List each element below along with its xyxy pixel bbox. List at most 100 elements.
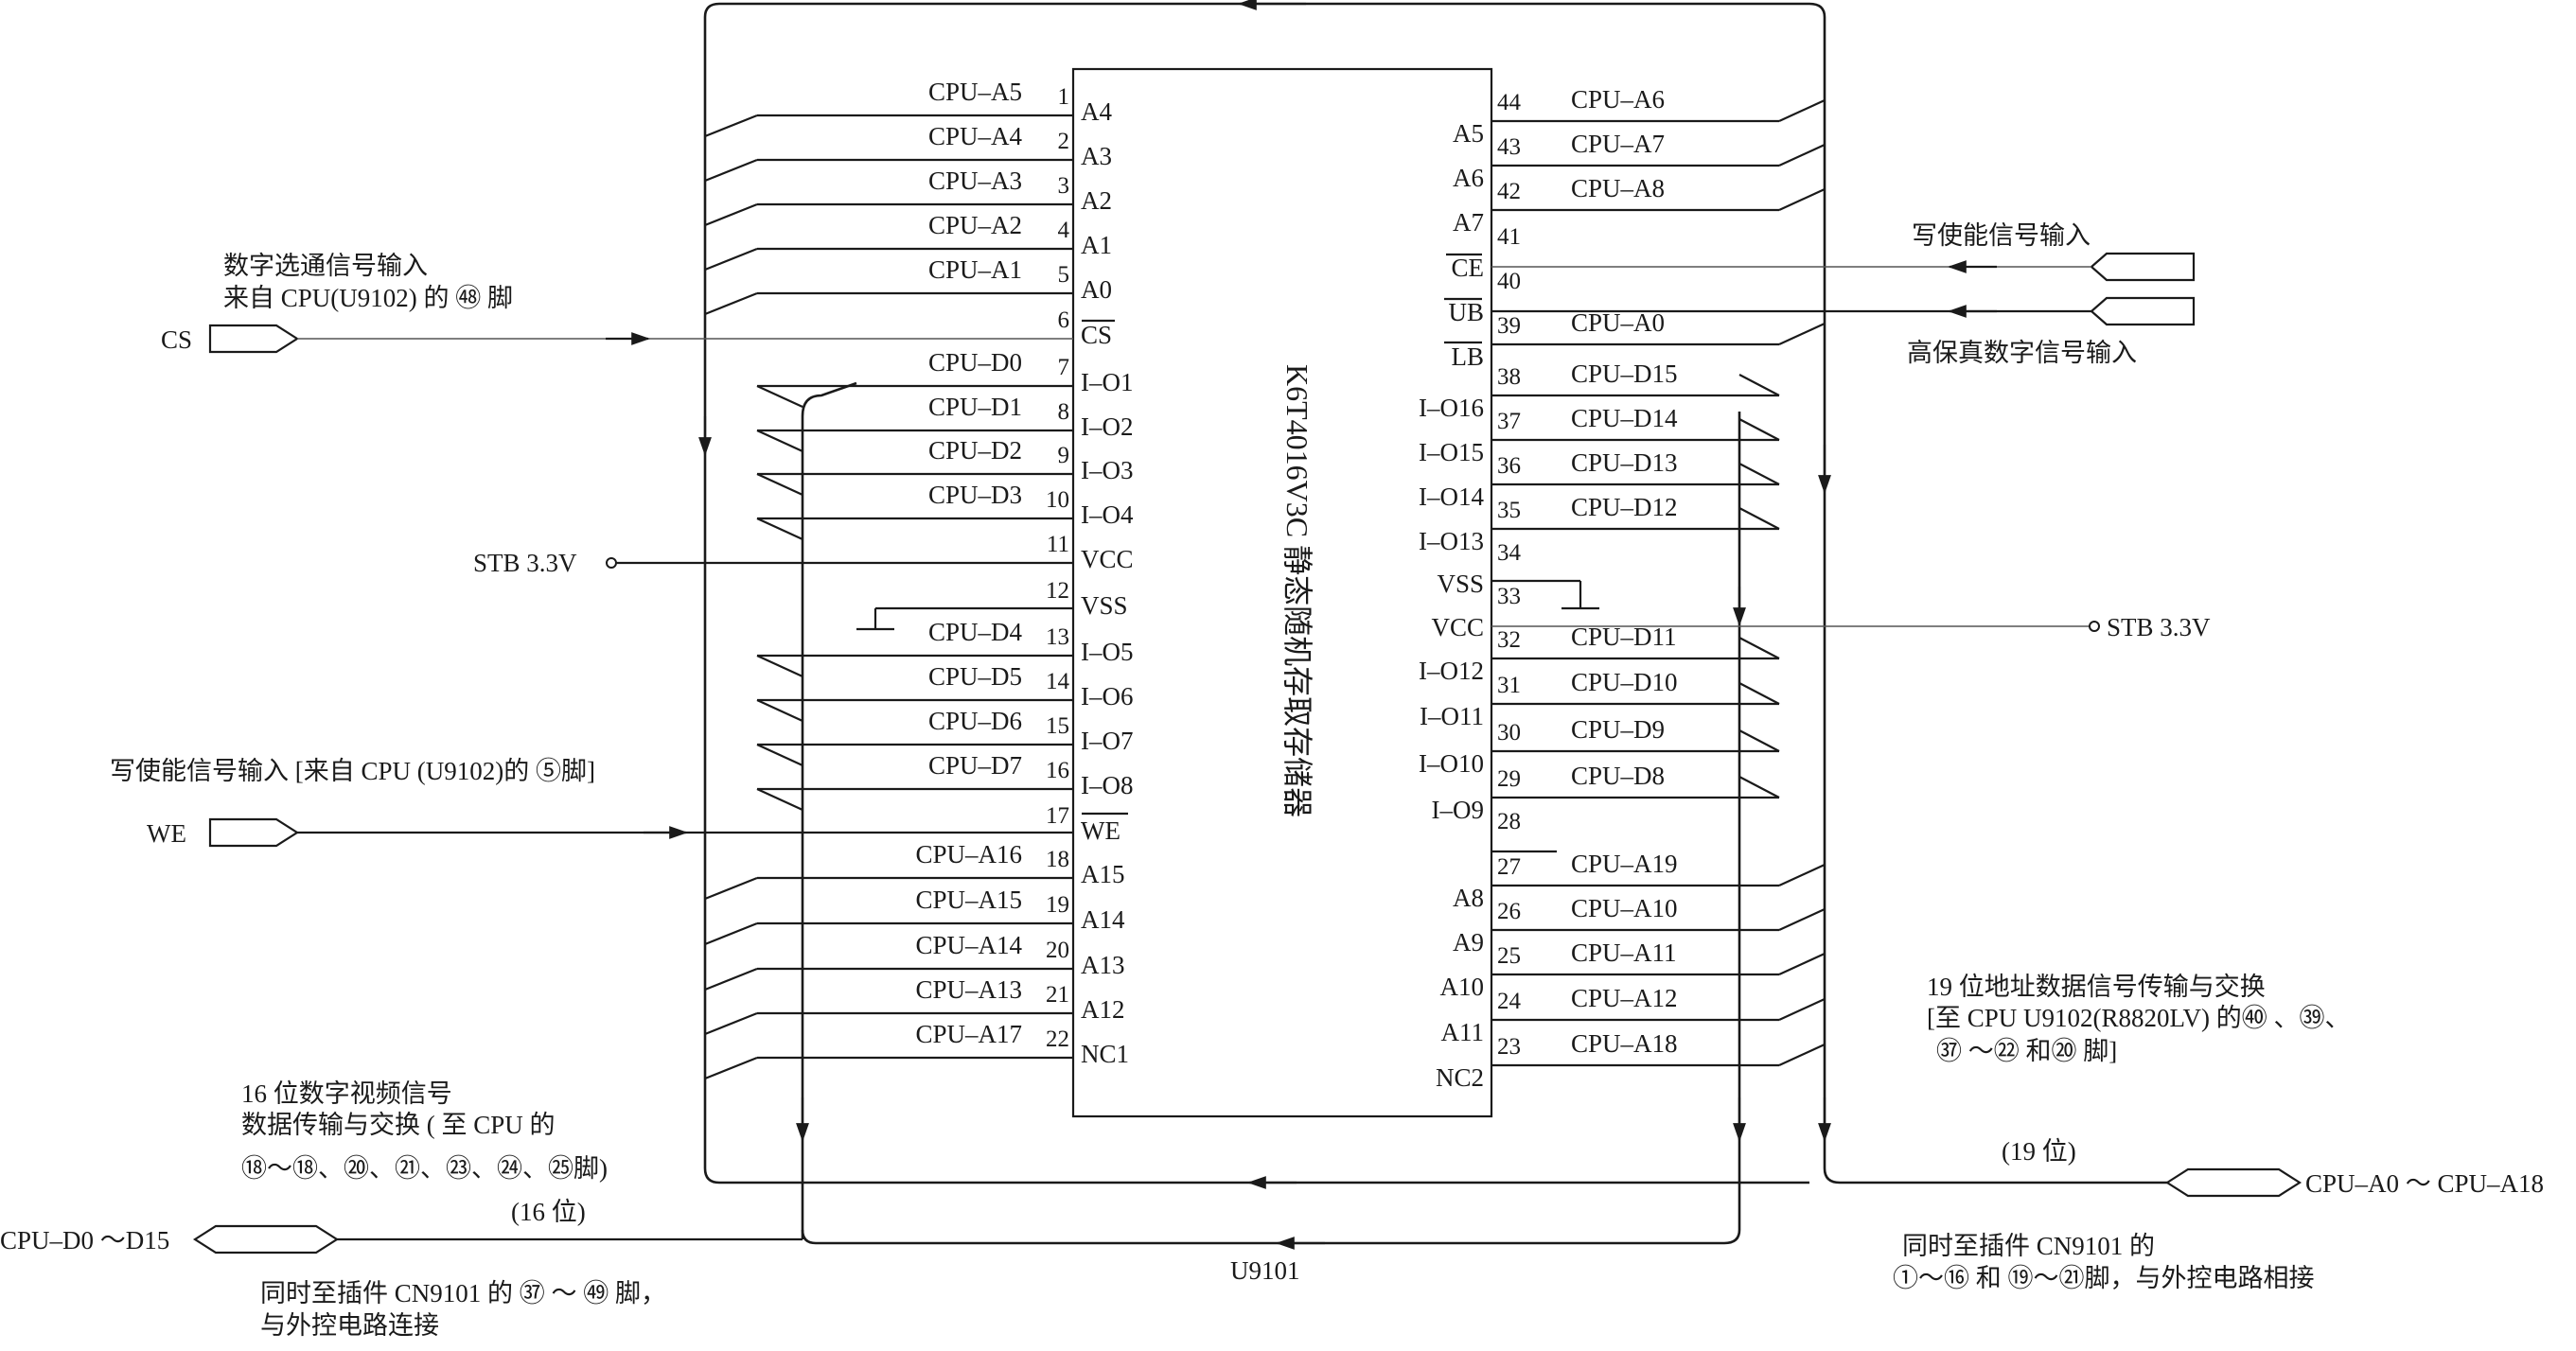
pin-number: 43 <box>1497 134 1521 160</box>
ub-note: 高保真数字信号输入 <box>1907 339 2137 367</box>
pin-bus-tap <box>704 1011 758 1036</box>
pin-label: I–O14 <box>1419 482 1484 511</box>
pin-number: 28 <box>1497 809 1521 834</box>
pin-number: 20 <box>1046 938 1069 963</box>
cs-note-1: 数字选通信号输入 <box>223 252 428 280</box>
pin-label: A11 <box>1441 1018 1485 1046</box>
pin-number: 27 <box>1497 854 1521 880</box>
pin-signal: CPU–D7 <box>928 751 1022 780</box>
pin-signal: CPU–D3 <box>928 481 1022 509</box>
stb-right-terminal <box>2089 621 2100 632</box>
pin-number: 9 <box>1058 443 1070 468</box>
pin-label: A8 <box>1453 884 1484 912</box>
pin-bus-tap <box>756 788 803 811</box>
pin-label: I–O15 <box>1419 438 1484 466</box>
pin-label: A6 <box>1453 164 1484 192</box>
data-conn-1: 同时至插件 CN9101 的 ㊲ ～ ㊾ 脚， <box>260 1279 666 1307</box>
address-note-3: ㊲ ～㉒ 和⑳ 脚] <box>1936 1037 2117 1065</box>
chip-title: K6T4016V3C 静态随机存取存储器 <box>1280 364 1314 817</box>
pin-label: A1 <box>1081 231 1112 259</box>
pin-label: I–O11 <box>1420 702 1484 730</box>
pin-bus-tap <box>1738 507 1780 530</box>
pin-label: A15 <box>1081 860 1125 888</box>
pin-signal: CPU–A2 <box>928 211 1022 239</box>
pin-signal: CPU–A14 <box>915 931 1022 959</box>
address-bus-right <box>1823 199 2167 1184</box>
pin-signal: CPU–D1 <box>928 393 1022 421</box>
pin-label: A2 <box>1081 186 1112 215</box>
pin-bus-tap <box>756 518 803 540</box>
pin-bus-tap <box>756 385 803 408</box>
address-bits: (19 位) <box>2002 1137 2076 1166</box>
pin-number: 26 <box>1497 899 1521 924</box>
left-pin-18: A15 18 CPU–A16 <box>704 840 1125 901</box>
stb-left-terminal <box>606 557 617 569</box>
pin-number: 18 <box>1046 847 1069 872</box>
pin-number: 12 <box>1046 578 1069 604</box>
pin-number: 42 <box>1497 179 1521 204</box>
pin-number: 22 <box>1046 1026 1069 1052</box>
pin-label: A14 <box>1081 905 1125 934</box>
pin-bus-tap <box>756 699 803 722</box>
pin-label: I–O9 <box>1432 796 1485 824</box>
pin-label: A7 <box>1453 208 1484 237</box>
pin-number: 31 <box>1497 673 1521 698</box>
cs-connector <box>208 324 300 354</box>
pin-number: 21 <box>1046 982 1069 1008</box>
pin-label: A9 <box>1453 928 1484 956</box>
pin-label: VCC <box>1431 613 1484 641</box>
right-pin-28: 28 <box>1497 809 1521 834</box>
pin-label: I–O1 <box>1081 368 1134 396</box>
pin-bus-tap <box>704 247 758 272</box>
data-bus-left <box>801 381 857 1239</box>
pin-label: I–O5 <box>1081 638 1134 666</box>
pin-signal: CPU–A18 <box>1571 1029 1678 1058</box>
pin-label: A3 <box>1081 142 1112 170</box>
we-connector <box>208 817 300 848</box>
pin-signal: CPU–D14 <box>1571 404 1678 432</box>
pin-signal: CPU–A17 <box>915 1020 1022 1048</box>
pin-signal: CPU–D4 <box>928 618 1023 646</box>
pin-label: I–O16 <box>1419 394 1484 422</box>
data-bus-label: CPU–D0 ～D15 <box>0 1226 169 1254</box>
pin-signal: CPU–A13 <box>915 975 1022 1004</box>
pin-number: 14 <box>1046 669 1070 694</box>
pin-number: 35 <box>1497 498 1521 523</box>
pin-number: 23 <box>1497 1034 1521 1060</box>
pin-signal: CPU–A4 <box>928 122 1023 150</box>
ce-note: 写使能信号输入 <box>1912 221 2091 250</box>
pin-signal: CPU–A16 <box>915 840 1022 868</box>
pin-number: 3 <box>1058 173 1070 199</box>
pin-number: 41 <box>1497 224 1521 250</box>
pin-label: VCC <box>1081 545 1134 573</box>
stb-left-label: STB 3.3V <box>473 549 577 577</box>
pin-bus-tap <box>1738 418 1780 441</box>
pin-label: I–O4 <box>1081 500 1134 529</box>
pin-signal: CPU–D0 <box>928 348 1022 377</box>
pin-number: 17 <box>1046 803 1069 829</box>
pin-bus-tap <box>1778 1044 1826 1066</box>
address-conn-1: 同时至插件 CN9101 的 <box>1902 1232 2155 1260</box>
pin-label: A10 <box>1440 973 1485 1001</box>
pin-number: 8 <box>1058 399 1070 425</box>
pin-signal: CPU–A0 <box>1571 308 1665 337</box>
pin-label: I–O8 <box>1081 771 1134 799</box>
we-note: 写使能信号输入 [来自 CPU (U9102)的 ⑤脚] <box>110 757 595 785</box>
pin-signal: CPU–A1 <box>928 255 1022 284</box>
